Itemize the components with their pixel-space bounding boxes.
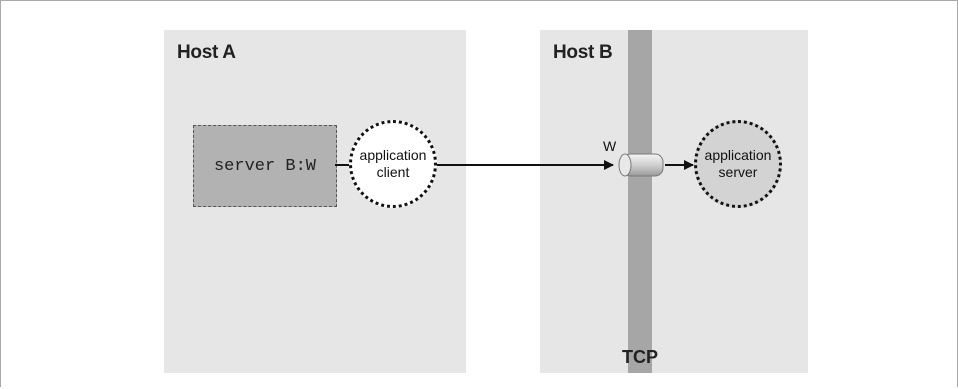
client-label-line1: application xyxy=(359,147,427,163)
server-label-line1: application xyxy=(704,147,772,163)
application-server-node: application server xyxy=(694,120,782,208)
tcp-label: TCP xyxy=(622,347,658,367)
host-b-panel: Host B xyxy=(540,30,808,373)
host-b-title: Host B xyxy=(553,42,613,63)
port-label: W xyxy=(603,138,617,154)
client-label-line2: client xyxy=(376,164,410,180)
host-a-title: Host A xyxy=(177,42,236,63)
port-socket-icon xyxy=(618,153,664,177)
server-label-line2: server xyxy=(718,164,758,180)
application-client-node: application client xyxy=(349,120,437,208)
command-text: server B:W xyxy=(213,156,317,176)
tcp-stack-bar xyxy=(628,30,652,373)
